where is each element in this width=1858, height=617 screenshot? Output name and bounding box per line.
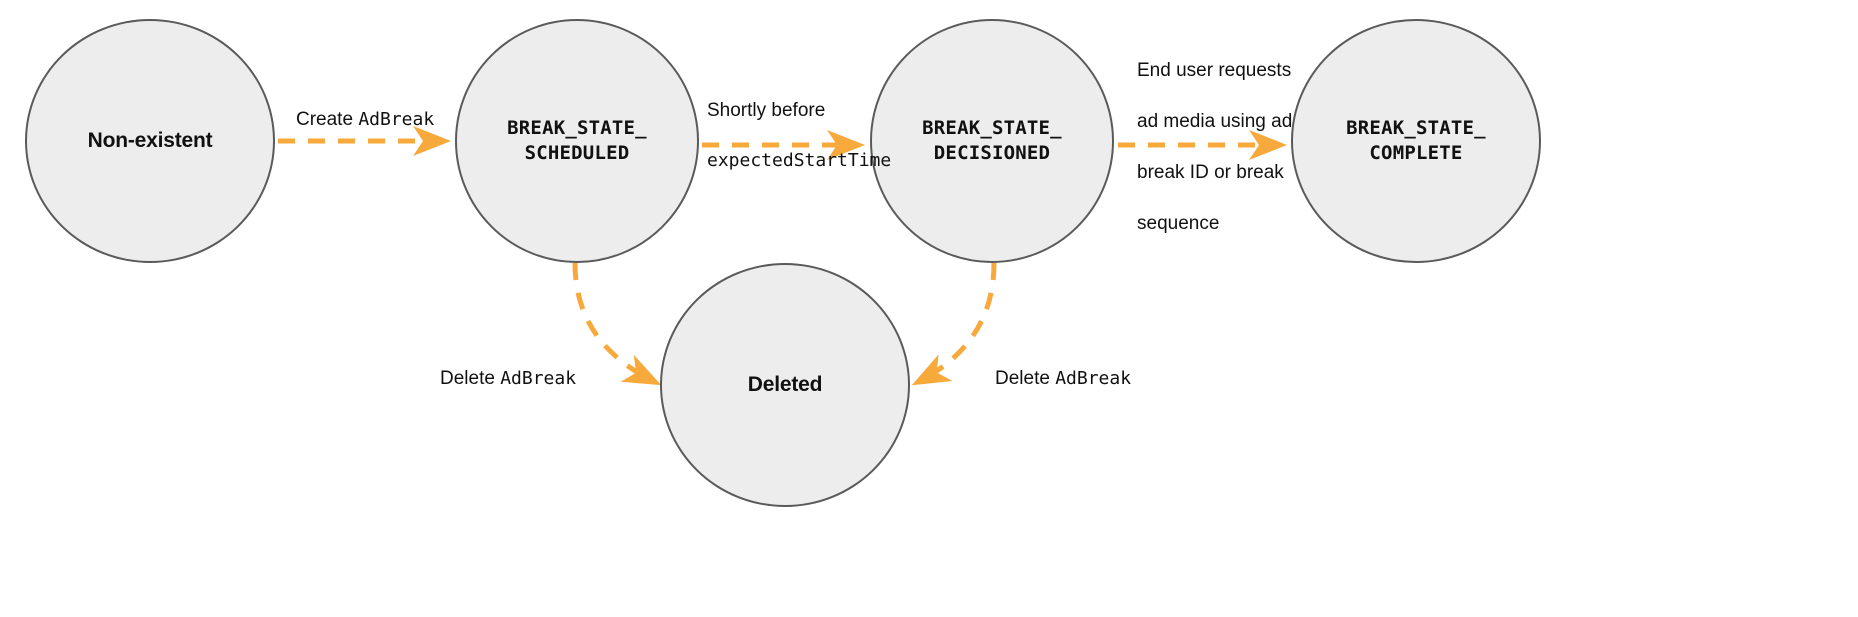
state-node-deleted[interactable]: Deleted	[660, 263, 910, 507]
edge-label-text-part: Delete	[995, 368, 1056, 390]
edge-label-end-user-requests-ad-media: End user requests ad media using ad brea…	[1137, 33, 1292, 237]
edge-delete-adbreak-from-scheduled	[572, 262, 662, 386]
edge-label-text-part: Delete	[440, 368, 501, 390]
edge-label-line: End user requests	[1137, 60, 1292, 82]
edge-label-line: break ID or break	[1137, 162, 1284, 184]
state-node-label: Deleted	[747, 372, 823, 396]
edge-label-text-part: Create	[296, 109, 359, 131]
edge-label-line: sequence	[1137, 213, 1220, 235]
state-node-label: BREAK_STATE_ SCHEDULED	[507, 116, 647, 164]
edge-label-line: ad media using ad	[1137, 111, 1293, 133]
edge-label-delete-adbreak-from-decisioned: Delete AdBreak	[995, 341, 1131, 392]
edge-label-code-part: expectedStartTime	[707, 150, 892, 172]
edge-label-text-part: Shortly before	[707, 100, 826, 122]
edge-label-code-part: AdBreak	[1055, 368, 1132, 390]
state-node-break-state-scheduled[interactable]: BREAK_STATE_ SCHEDULED	[455, 19, 699, 263]
state-node-label: Non-existent	[87, 128, 213, 152]
edge-label-code-part: AdBreak	[500, 368, 577, 390]
state-node-break-state-decisioned[interactable]: BREAK_STATE_ DECISIONED	[870, 19, 1114, 263]
state-node-non-existent[interactable]: Non-existent	[25, 19, 275, 263]
edge-label-delete-adbreak-from-scheduled: Delete AdBreak	[440, 341, 576, 392]
edge-label-shortly-before-expected-start-time: Shortly before expectedStartTime	[707, 73, 891, 199]
edge-label-code-part: AdBreak	[358, 109, 435, 131]
edge-label-create-adbreak: Create AdBreak	[296, 82, 434, 133]
state-node-label: BREAK_STATE_ DECISIONED	[922, 116, 1062, 164]
edge-delete-adbreak-from-decisioned	[911, 262, 997, 386]
state-node-break-state-complete[interactable]: BREAK_STATE_ COMPLETE	[1291, 19, 1541, 263]
state-node-label: BREAK_STATE_ COMPLETE	[1346, 116, 1486, 164]
